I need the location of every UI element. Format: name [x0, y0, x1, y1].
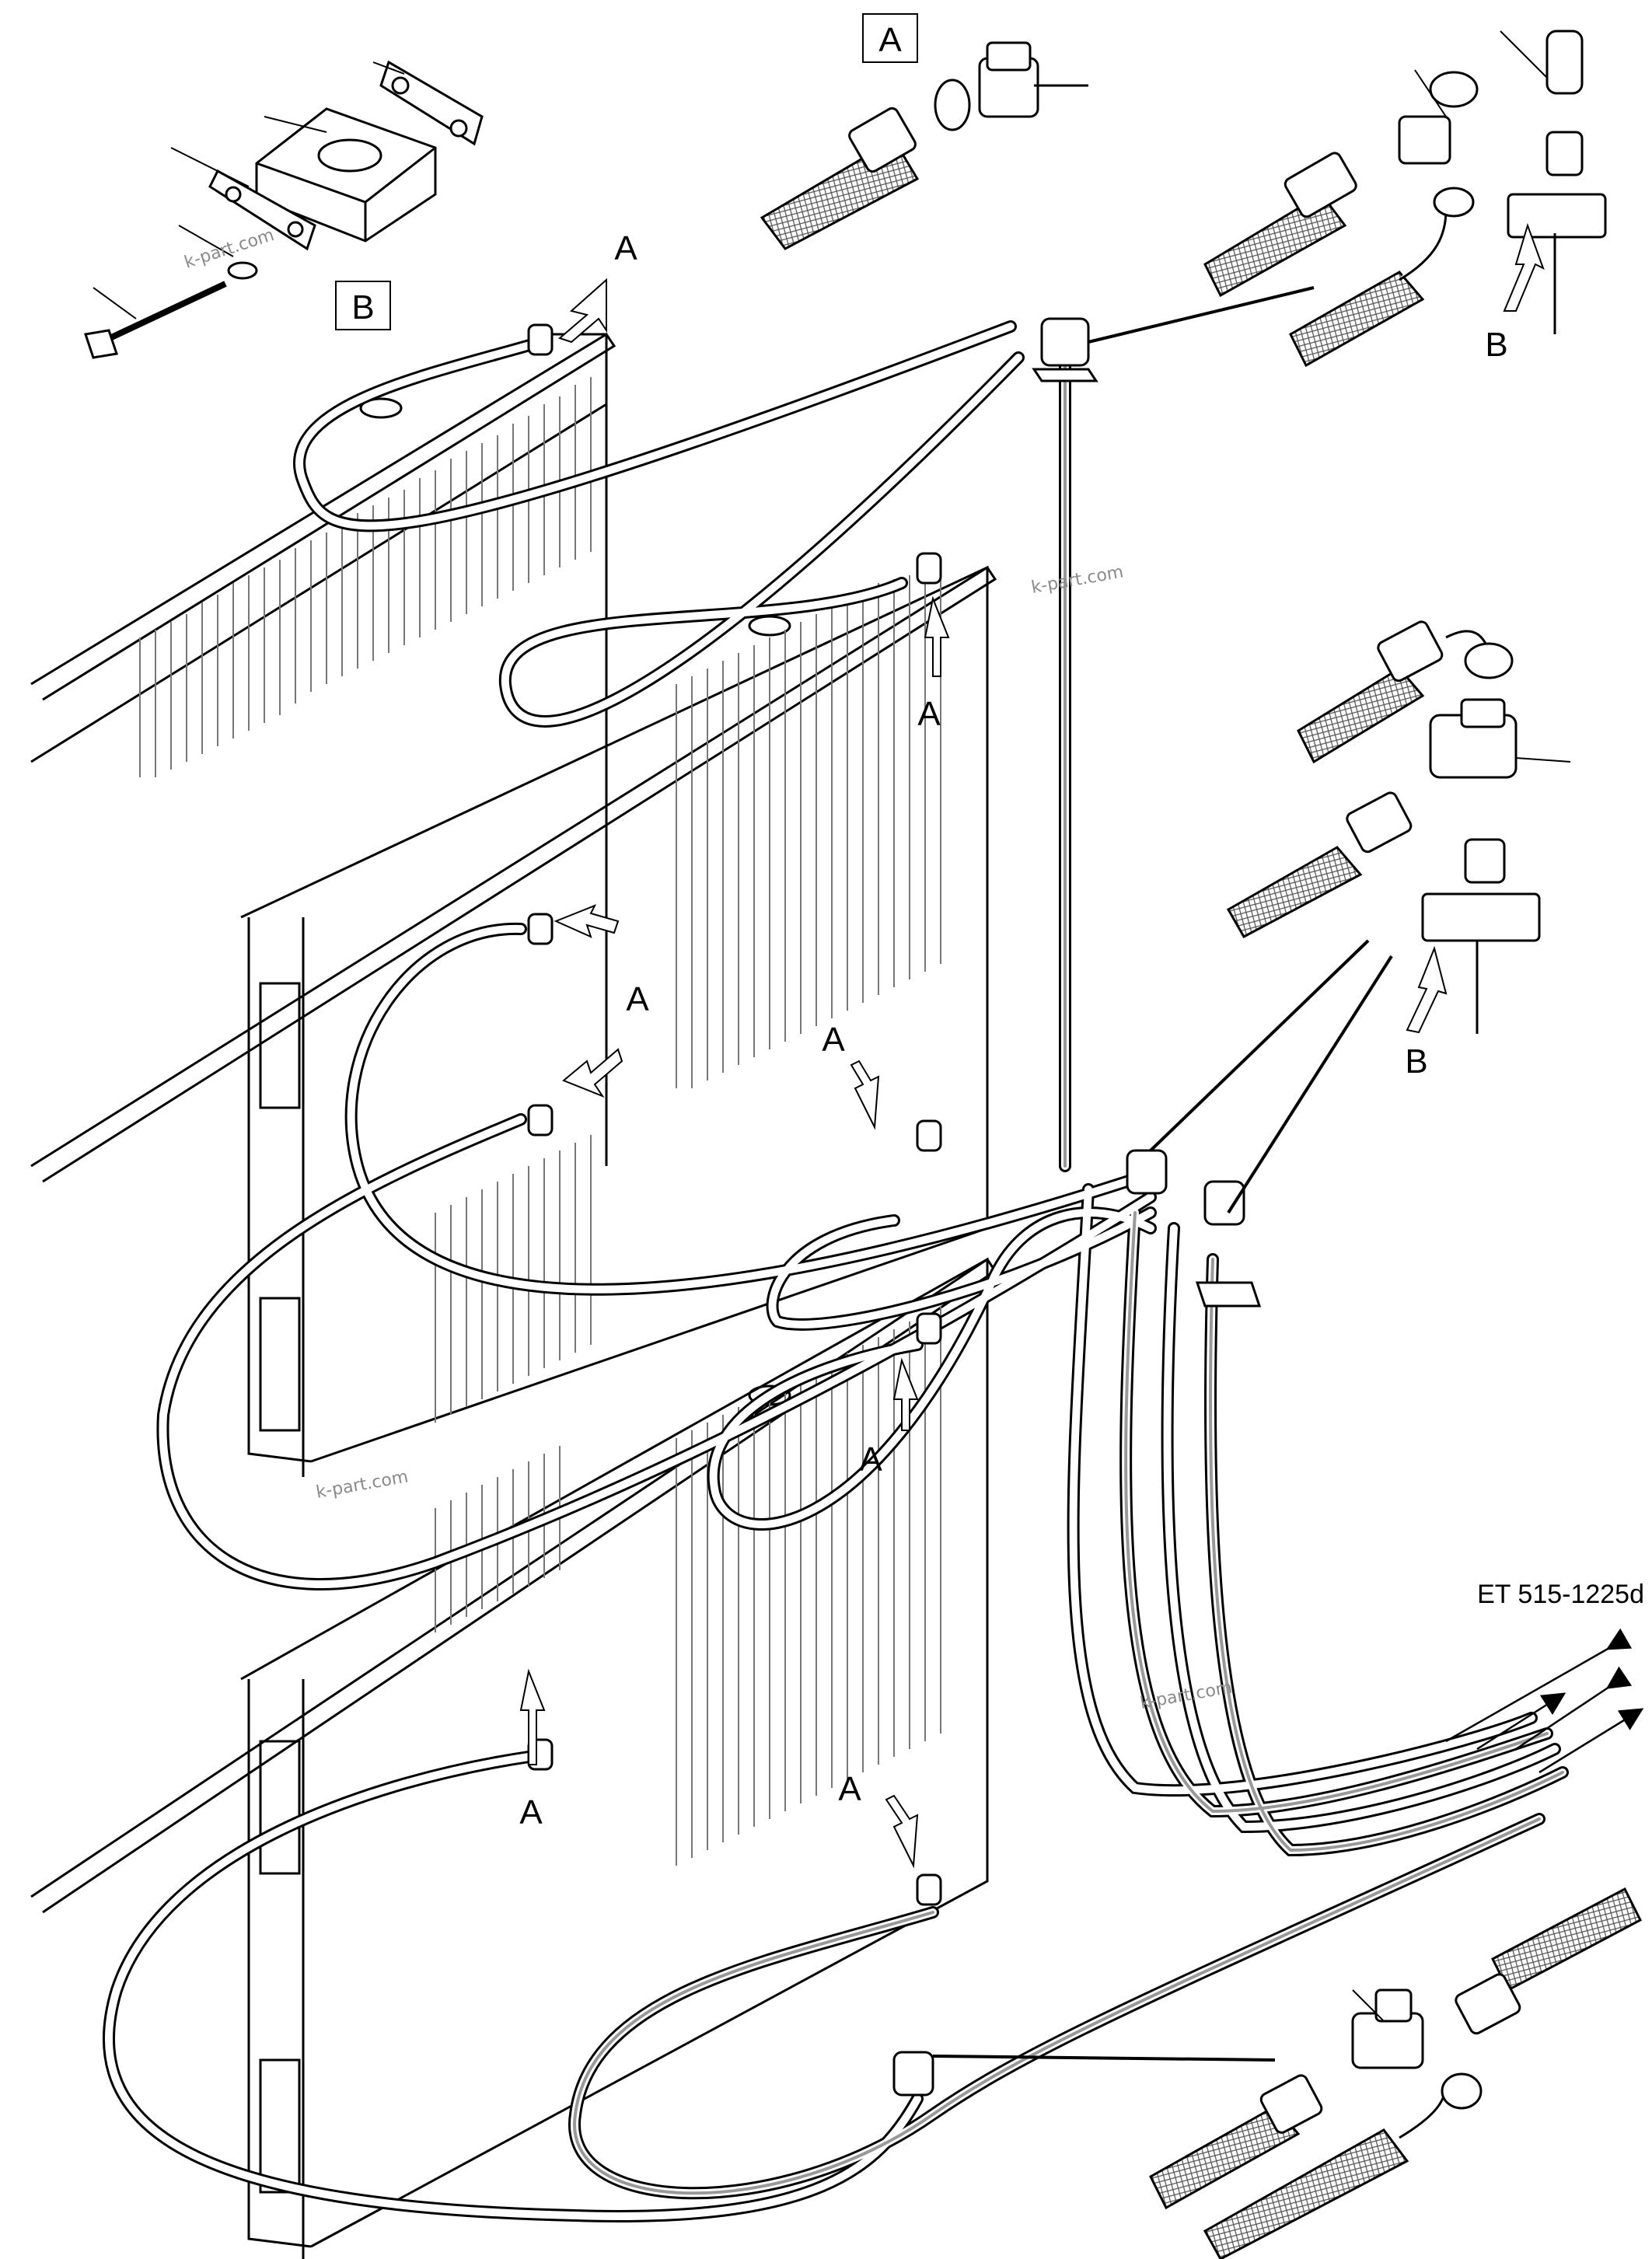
fitting-detail-bottom-leaders	[1352, 1989, 1385, 2022]
callout-a-label: A	[838, 1770, 861, 1808]
callout-b-label: B	[1485, 326, 1507, 364]
callout-a-label: A	[917, 695, 941, 733]
hydraulic-hoses	[103, 320, 1569, 2222]
watermark: k-part.com	[182, 225, 277, 273]
watermark: k-part.com	[1030, 562, 1125, 597]
callout-b-label: B	[1405, 1042, 1427, 1081]
detail-leader-lines	[932, 286, 1393, 2062]
flow-direction-arrows	[1445, 1628, 1644, 1774]
callout-a-label: A	[822, 1021, 845, 1059]
detail-a-title: A	[878, 21, 902, 59]
fitting-detail-b	[1226, 620, 1541, 1034]
fitting-detail-a-leaders	[1034, 30, 1548, 117]
callout-a-label: A	[626, 980, 649, 1018]
callout-arrows	[519, 222, 1545, 1869]
callout-a-label: A	[519, 1793, 543, 1831]
clamp-assembly-detail	[84, 60, 484, 359]
callout-a-label: A	[614, 229, 637, 267]
detail-b-title: B	[351, 288, 374, 326]
watermark: k-part.com	[315, 1467, 410, 1502]
fitting-detail-b-leaders	[1515, 757, 1571, 763]
callout-a-label: A	[859, 1440, 882, 1479]
clamp-leader-lines	[93, 61, 405, 319]
cooler-ports	[527, 323, 942, 1906]
detail-a-title-box: A	[862, 13, 918, 63]
fitting-detail-bottom	[1149, 1887, 1642, 2259]
drawing-reference-number: ET 515-1225d	[1477, 1580, 1644, 1609]
fitting-detail-a	[760, 30, 1607, 368]
cooler-core-lower	[30, 1257, 997, 2259]
manifold-tees	[892, 317, 1262, 2097]
detail-b-title-box: B	[335, 281, 391, 330]
cooler-core-top	[30, 332, 616, 1166]
